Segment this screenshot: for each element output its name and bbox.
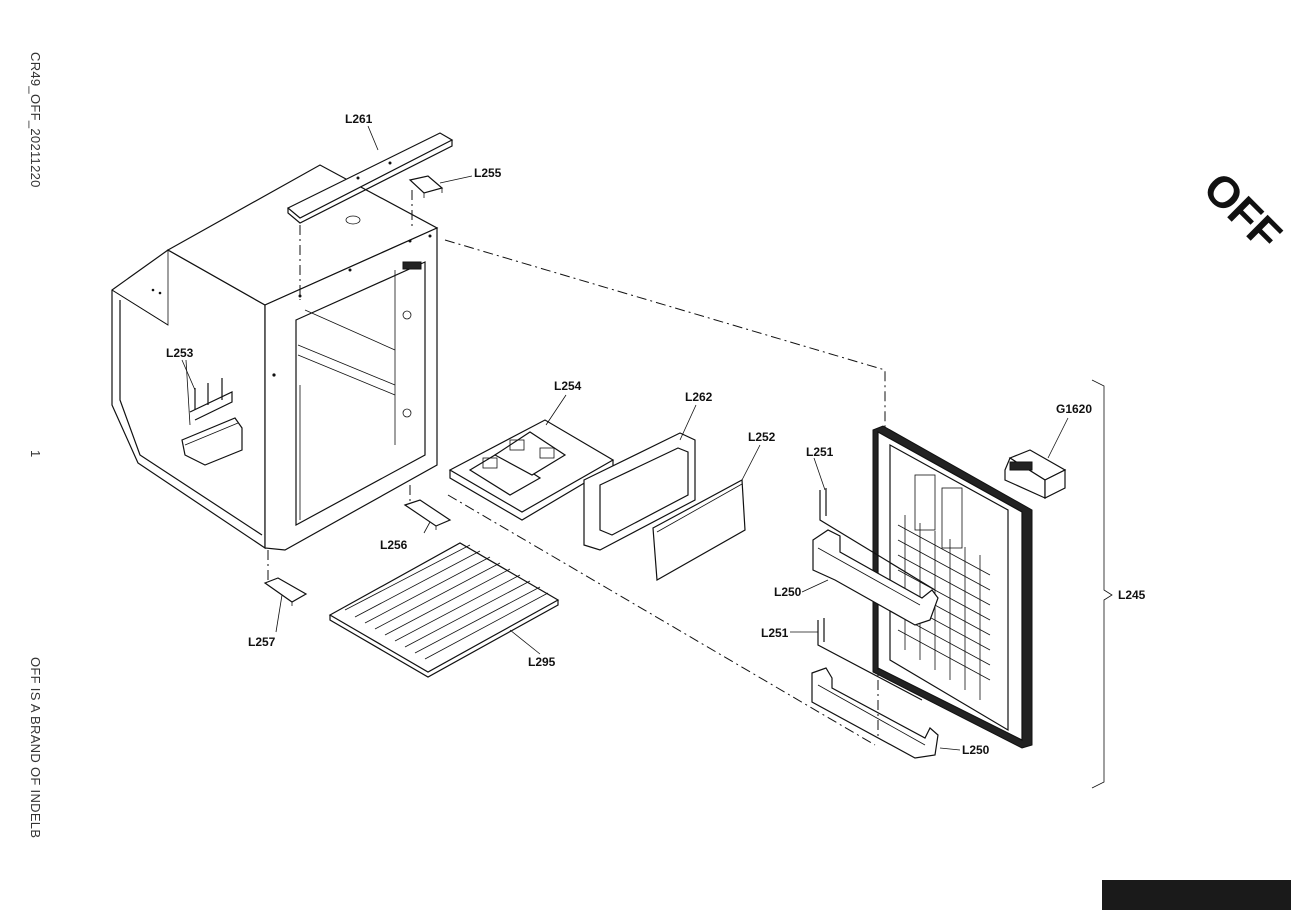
part-l295-grid-shelf bbox=[328, 542, 560, 678]
part-l257-bracket bbox=[263, 577, 308, 606]
part-l245-door bbox=[872, 425, 1033, 749]
label-l252: L252 bbox=[748, 430, 776, 444]
label-l257: L257 bbox=[248, 635, 276, 649]
label-l245: L245 bbox=[1118, 588, 1146, 602]
label-l251-lower: L251 bbox=[761, 626, 789, 640]
label-l262: L262 bbox=[685, 390, 713, 404]
label-l255: L255 bbox=[474, 166, 502, 180]
footer-bar bbox=[1102, 880, 1291, 910]
label-l261: L261 bbox=[345, 112, 373, 126]
label-l251-upper: L251 bbox=[806, 445, 834, 459]
part-l261-bracket bbox=[286, 132, 454, 224]
label-l256: L256 bbox=[380, 538, 408, 552]
brand-logo: OFF bbox=[1194, 163, 1291, 260]
cabinet-body bbox=[111, 164, 439, 551]
label-g1620: G1620 bbox=[1056, 402, 1092, 416]
document-code: CR49_OFF_20211220 bbox=[28, 52, 43, 188]
part-l262-frame bbox=[583, 432, 696, 551]
brand-statement: OFF IS A BRAND OF INDELB bbox=[28, 657, 43, 839]
part-l253-basket bbox=[181, 378, 243, 466]
part-l250-upper-shelf bbox=[812, 529, 939, 626]
label-l254: L254 bbox=[554, 379, 582, 393]
label-l250-upper: L250 bbox=[774, 585, 802, 599]
part-l251-upper-rail bbox=[819, 488, 936, 591]
part-l254-tray bbox=[448, 419, 615, 521]
part-l250-lower-shelf bbox=[811, 667, 939, 759]
part-l251-lower-rail bbox=[817, 618, 923, 701]
part-l252-panel bbox=[652, 479, 746, 581]
part-l255-bracket bbox=[408, 175, 444, 198]
brand-logo-text: OFF bbox=[1194, 163, 1291, 260]
part-l256-bracket bbox=[403, 499, 452, 530]
page-number: 1 bbox=[28, 450, 43, 458]
label-l295: L295 bbox=[528, 655, 556, 669]
leader-lines bbox=[181, 125, 1113, 789]
label-l250-lower: L250 bbox=[962, 743, 990, 757]
assembly-lines bbox=[267, 190, 886, 746]
part-g1620-hinge bbox=[1004, 449, 1067, 499]
label-l253: L253 bbox=[166, 346, 194, 360]
